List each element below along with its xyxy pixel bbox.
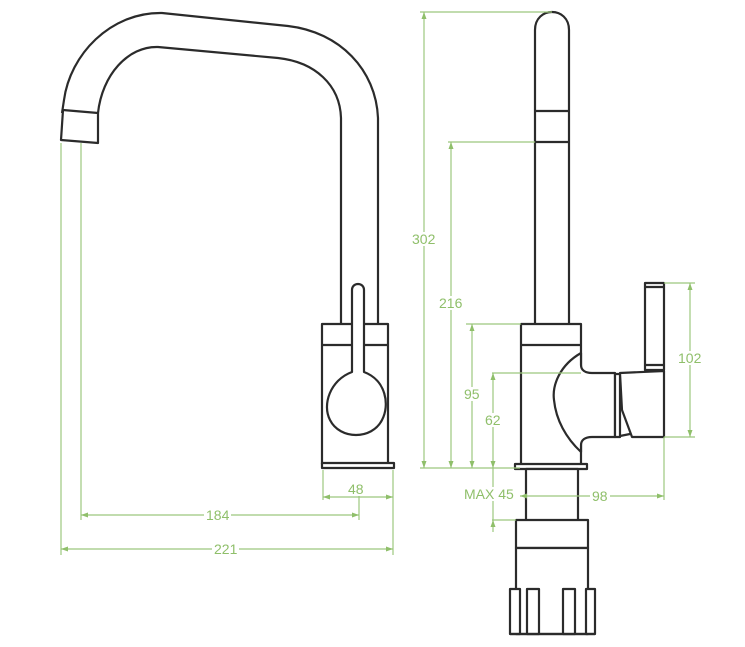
shank-outline [524, 467, 580, 523]
side-view [420, 10, 695, 636]
aerator-outline [59, 108, 100, 145]
base-plate-outline [320, 461, 396, 470]
dim-label-handle-axis-height: 62 [483, 412, 503, 428]
dim-label-body-height: 95 [462, 386, 482, 402]
dim-label-spout-outlet-height: 216 [437, 295, 465, 311]
dim-label-base-width: 48 [346, 481, 366, 497]
nut-fin [525, 587, 541, 636]
dim-label-max-counter-thickness: MAX 45 [462, 486, 516, 502]
dim-label-overall-height: 302 [410, 231, 438, 247]
handle-block-outline [618, 369, 666, 439]
dim-label-handle-height: 102 [676, 350, 704, 366]
dim-label-overall-width: 221 [212, 541, 240, 557]
lever-side-outline [643, 281, 666, 372]
nut-fin [584, 587, 597, 636]
mounting-nut-outline [514, 518, 590, 550]
spout-inner-outline [96, 45, 343, 325]
dim-label-handle-projection: 98 [590, 488, 610, 504]
spout-side-outline [533, 10, 571, 324]
nut-fin [561, 587, 577, 636]
nut-fin [508, 587, 522, 636]
front-view [59, 11, 396, 555]
cartridge-bulge-outline [552, 351, 617, 454]
dim-label-spout-reach: 184 [204, 507, 232, 523]
spout-outer-outline [60, 11, 380, 325]
lever-handle-outline [325, 282, 387, 436]
handle-neck-outline [613, 372, 622, 439]
